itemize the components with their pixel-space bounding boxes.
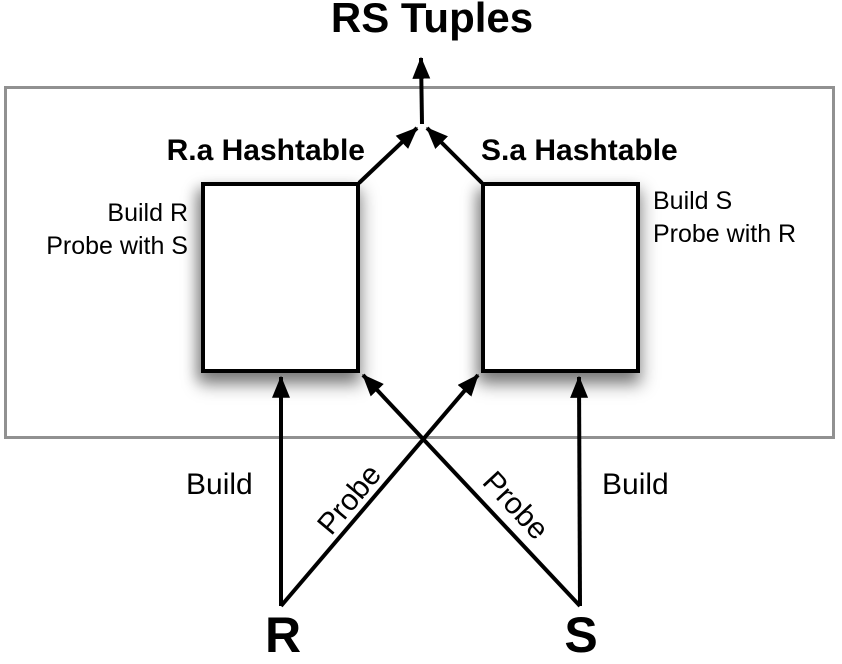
s-hashtable-annotation: Build S Probe with R bbox=[653, 185, 796, 251]
build-label-left: Build bbox=[186, 468, 253, 501]
r-hashtable-annotation: Build R Probe with S bbox=[0, 197, 188, 263]
input-s-label: S bbox=[564, 607, 598, 663]
r-hashtable-label: R.a Hashtable bbox=[166, 134, 365, 167]
r-hashtable-box bbox=[201, 182, 360, 373]
s-hashtable-label: S.a Hashtable bbox=[481, 134, 678, 167]
probe-label-left: Probe bbox=[311, 458, 388, 541]
build-label-right: Build bbox=[602, 468, 669, 501]
input-r-label: R bbox=[264, 607, 302, 663]
s-annotation-line-2: Probe with R bbox=[653, 220, 797, 248]
probe-label-right: Probe bbox=[475, 465, 555, 547]
r-annotation-line-2: Probe with S bbox=[46, 232, 188, 260]
s-annotation-line-1: Build S bbox=[653, 187, 733, 215]
s-hashtable-box bbox=[481, 182, 640, 373]
r-annotation-line-1: Build R bbox=[107, 199, 188, 227]
output-tuples-label: RS Tuples bbox=[330, 0, 534, 41]
